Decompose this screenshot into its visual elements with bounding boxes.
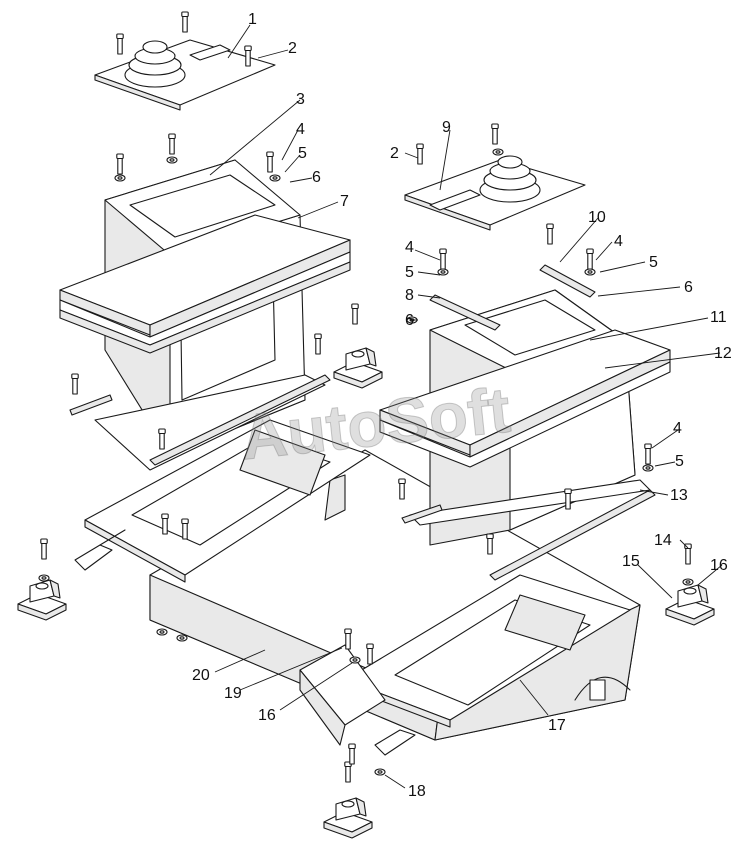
right-mounting-strip <box>489 489 656 581</box>
right-cover-plate <box>404 155 586 231</box>
right-support-plate <box>344 574 631 756</box>
callout-4: 4 <box>296 121 305 138</box>
callout-18: 18 <box>408 783 426 800</box>
rubber-mount-bottom <box>323 797 373 839</box>
callout-4: 4 <box>405 239 414 256</box>
callout-16: 16 <box>710 557 728 574</box>
callout-4: 4 <box>673 420 682 437</box>
callout-4: 4 <box>614 233 623 250</box>
callout-8: 8 <box>405 287 414 304</box>
callout-5: 5 <box>298 145 307 162</box>
callout-6: 6 <box>312 169 321 186</box>
callout-7: 7 <box>340 193 349 210</box>
callout-15: 15 <box>622 553 640 570</box>
callout-6: 6 <box>684 279 693 296</box>
right-housing <box>379 289 671 546</box>
callout-13: 13 <box>670 487 688 504</box>
callout-12: 12 <box>714 345 732 362</box>
rubber-mount-center <box>333 347 383 389</box>
left-cover-plate <box>94 39 276 111</box>
callout-6: 6 <box>405 312 414 329</box>
callout-19: 19 <box>224 685 242 702</box>
rubber-mount-right <box>665 584 715 626</box>
callout-2: 2 <box>288 40 297 57</box>
callout-11: 11 <box>710 309 727 326</box>
left-mounting-strip <box>149 374 331 466</box>
callout-5: 5 <box>649 254 658 271</box>
callout-10: 10 <box>588 209 606 226</box>
left-housing <box>59 159 351 471</box>
callout-3: 3 <box>296 91 305 108</box>
callout-17: 17 <box>548 717 566 734</box>
callout-14: 14 <box>654 532 672 549</box>
callout-2: 2 <box>390 145 399 162</box>
callout-9: 9 <box>442 119 451 136</box>
small-strips <box>69 264 596 524</box>
bracket <box>299 644 386 746</box>
callout-labels: 1 2 2 3 4 4 4 4 5 5 5 5 6 6 6 7 8 9 10 1… <box>192 11 732 800</box>
callout-1: 1 <box>248 11 257 28</box>
callout-5: 5 <box>675 453 684 470</box>
leader-lines <box>209 24 723 789</box>
callout-20: 20 <box>192 667 210 684</box>
callout-5: 5 <box>405 264 414 281</box>
rubber-mount-left <box>17 579 67 621</box>
left-support-plate <box>74 419 371 583</box>
callout-16: 16 <box>258 707 276 724</box>
